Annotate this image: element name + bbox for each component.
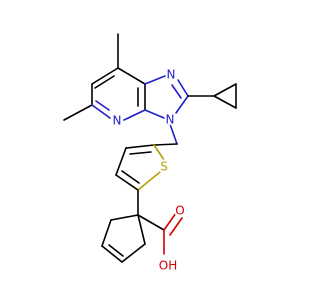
bond-thio-5 bbox=[153, 144, 165, 161]
bond-pyr-3 bbox=[91, 104, 111, 119]
bond-thio-3 bbox=[115, 174, 139, 191]
bond-pyr-1 bbox=[91, 67, 119, 85]
bond-pyr-3-inner bbox=[95, 100, 110, 111]
bond-imid-2-inner bbox=[171, 84, 182, 99]
bond-cpent-4 bbox=[121, 243, 146, 263]
bond-cyclopropyl-1 bbox=[213, 83, 237, 97]
atom-label-n-imidazole-top: N bbox=[167, 68, 176, 82]
cyclopropyl-group bbox=[187, 83, 237, 109]
atom-label-o-carbonyl: O bbox=[175, 204, 184, 218]
bond-pyr-4 bbox=[123, 109, 146, 121]
bond-thio-3-inner bbox=[121, 170, 140, 184]
atom-label-s-thiophene: S bbox=[160, 160, 168, 174]
imidazole-ring bbox=[144, 75, 189, 119]
bond-thio-1-inner bbox=[129, 151, 152, 155]
bond-thio-1 bbox=[125, 144, 155, 149]
bond-ch2-thiophene bbox=[153, 143, 178, 146]
atom-labels: N N N S O OH bbox=[111, 66, 187, 275]
bond-thio-4 bbox=[137, 171, 161, 191]
bond-imid-2 bbox=[177, 79, 189, 97]
bond-imid-4 bbox=[144, 109, 165, 119]
bond-cpent-3-inner bbox=[108, 244, 124, 257]
molecule-structure: N N N S O OH bbox=[63, 33, 237, 275]
linker-and-thiophene bbox=[115, 123, 178, 191]
pyridine-ring bbox=[91, 67, 146, 121]
bond-cpent-3 bbox=[101, 245, 123, 263]
bond-imid-3 bbox=[175, 95, 189, 114]
bond-cyclopropyl-3 bbox=[213, 95, 237, 109]
bond-pyr-1-inner bbox=[94, 75, 115, 89]
cyclopentene-and-acid bbox=[101, 189, 183, 263]
bond-acid-carbon bbox=[137, 214, 165, 231]
bond-imid-1 bbox=[144, 75, 166, 85]
atom-label-n-imidazole-bottom: N bbox=[166, 113, 175, 127]
bond-cpent-5 bbox=[137, 214, 146, 245]
atom-label-n-pyridine: N bbox=[113, 114, 122, 128]
bond-methyl-left bbox=[63, 104, 93, 121]
bond-cpent-1 bbox=[110, 214, 139, 221]
bond-thio-2 bbox=[115, 147, 127, 176]
bond-carbonyl-2 bbox=[169, 217, 183, 236]
methyl-groups bbox=[63, 33, 119, 121]
bond-pyr-6 bbox=[117, 67, 146, 85]
bond-cpent-2 bbox=[101, 219, 112, 247]
bond-n-ch2 bbox=[169, 123, 178, 145]
bond-carbonyl-1 bbox=[163, 212, 177, 231]
atom-label-oh-carboxyl: OH bbox=[159, 259, 177, 273]
